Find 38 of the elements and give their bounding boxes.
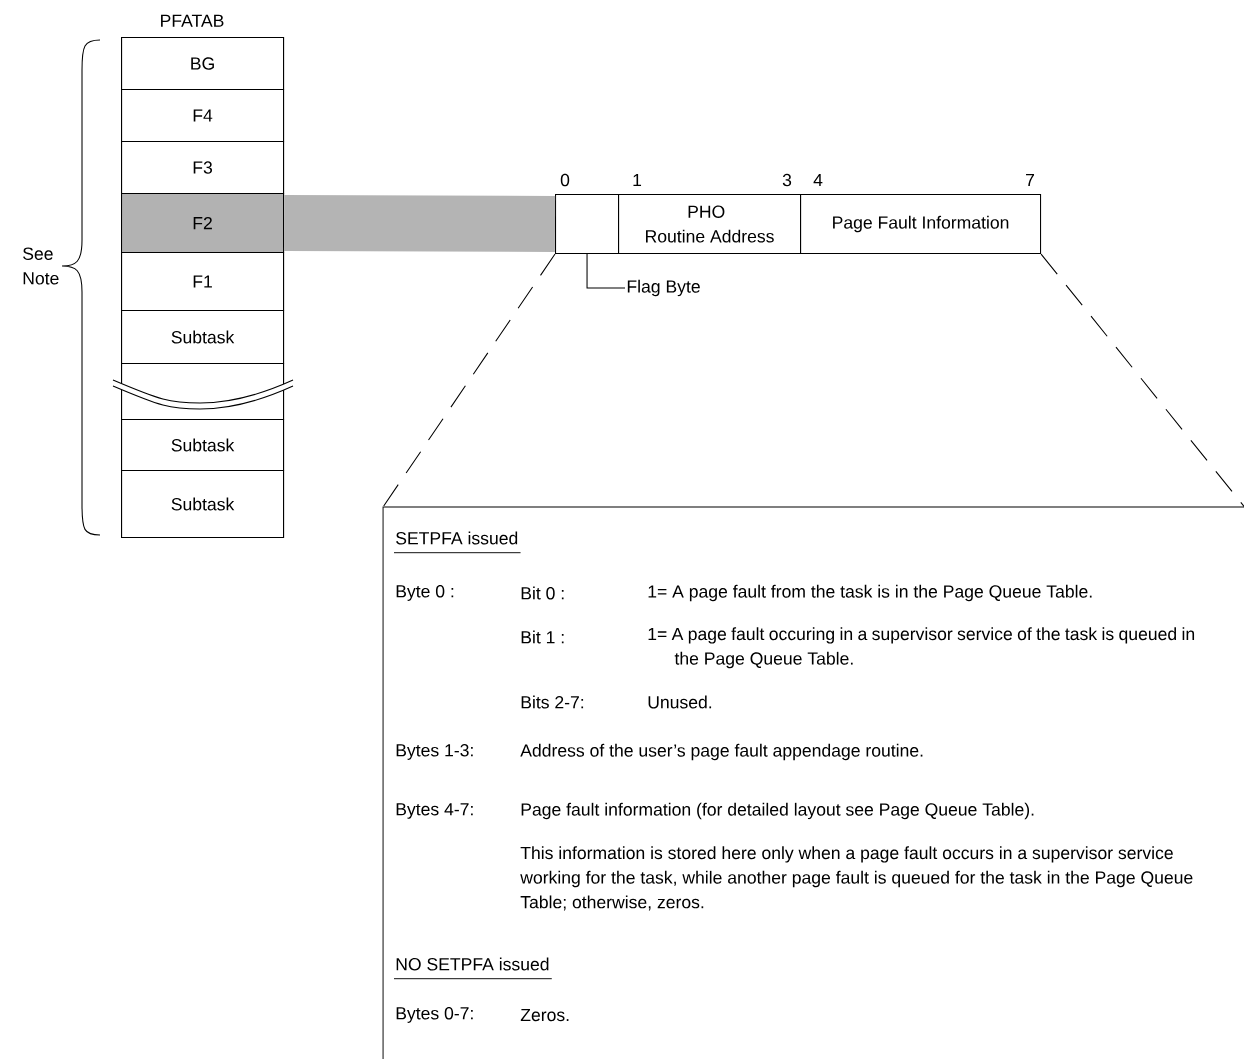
expansion-line <box>1040 253 1244 508</box>
underlined-heading: NO SETPFA issued <box>393 957 553 980</box>
field-text: Bit 0 : <box>521 586 564 600</box>
field-text: Bit 1 : <box>521 630 564 644</box>
field-text: 1= A page fault from the task is in the Page Queue Table. <box>648 584 1092 602</box>
field-text: Bytes 1-3: <box>396 744 473 760</box>
expansion-line <box>382 253 556 508</box>
note-label: See Note <box>23 247 59 285</box>
callout-text: Flag Byte <box>627 279 700 297</box>
field-text: Zeros. <box>520 1008 569 1022</box>
table-row: BG <box>121 37 285 91</box>
field-text: Bits 2-7: <box>521 695 584 709</box>
table-row: Subtask <box>121 310 285 365</box>
byte-number: 4 <box>813 173 823 187</box>
table-row: F1 <box>121 252 285 312</box>
table-row: F4 <box>121 89 285 143</box>
byte-number: 0 <box>560 173 570 187</box>
field-text: Page fault information (for detailed layout see Page Queue Table). <box>521 802 1034 820</box>
byte-number: 3 <box>782 173 792 187</box>
field-text: Unused. <box>648 695 712 709</box>
leader-line <box>586 253 626 289</box>
field-text: Bytes 0-7: <box>396 1007 473 1023</box>
record-field: PHO Routine Address <box>618 194 802 255</box>
record-field: Page Fault Information <box>800 194 1042 255</box>
table-row: Subtask <box>121 419 285 472</box>
shaded-band <box>283 195 556 253</box>
paragraph: This information is stored here only when a page fault occurs in a supervisor service working for the task, while another page fault is queued for the task in the Page Queue Table; otherwise, zeros. <box>520 846 1193 911</box>
field-text: Address of the user’s page fault appendage routine. <box>520 743 923 761</box>
table-row: Subtask <box>121 470 285 539</box>
byte-number: 1 <box>633 173 642 187</box>
field-text: Byte 0 : <box>396 585 454 601</box>
table-row <box>121 363 285 421</box>
field-text: Bytes 4-7: <box>396 803 473 819</box>
flag-byte-cell <box>555 194 620 255</box>
table-title: PFATAB <box>161 14 224 27</box>
field-description: 1= A page fault occuring in a supervisor service of the task is queued in the Page Queue Table. <box>648 627 1195 669</box>
table-row: F2 <box>121 193 285 254</box>
underlined-heading: SETPFA issued <box>393 531 521 554</box>
